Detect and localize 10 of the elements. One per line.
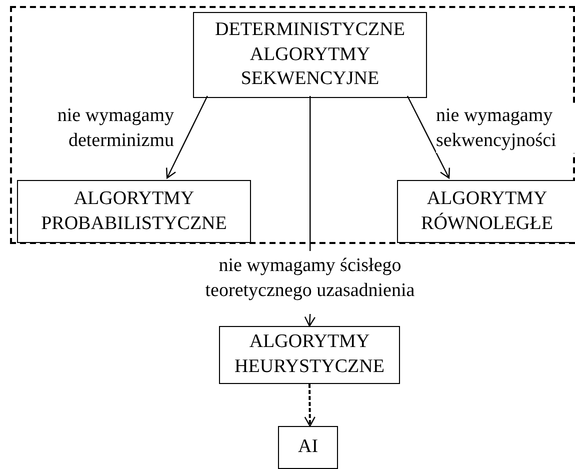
edge-label: nie wymagamy sekwencyjności [436,104,575,154]
process-box: ALGORYTMY PROBABILISTYCZNE [17,180,251,243]
dashed-arrow [304,384,316,427]
arrow [406,96,450,179]
process-box: ALGORYTMY HEURYSTYCZNE [219,326,400,384]
arrow [166,96,208,179]
process-box: AI [278,426,338,469]
process-box: DETERMINISTYCZNE ALGORYTMY SEKWENCYJNE [193,12,427,98]
arrow [304,95,316,327]
process-box: ALGORYTMY RÓWNOLEGŁE [397,180,575,243]
